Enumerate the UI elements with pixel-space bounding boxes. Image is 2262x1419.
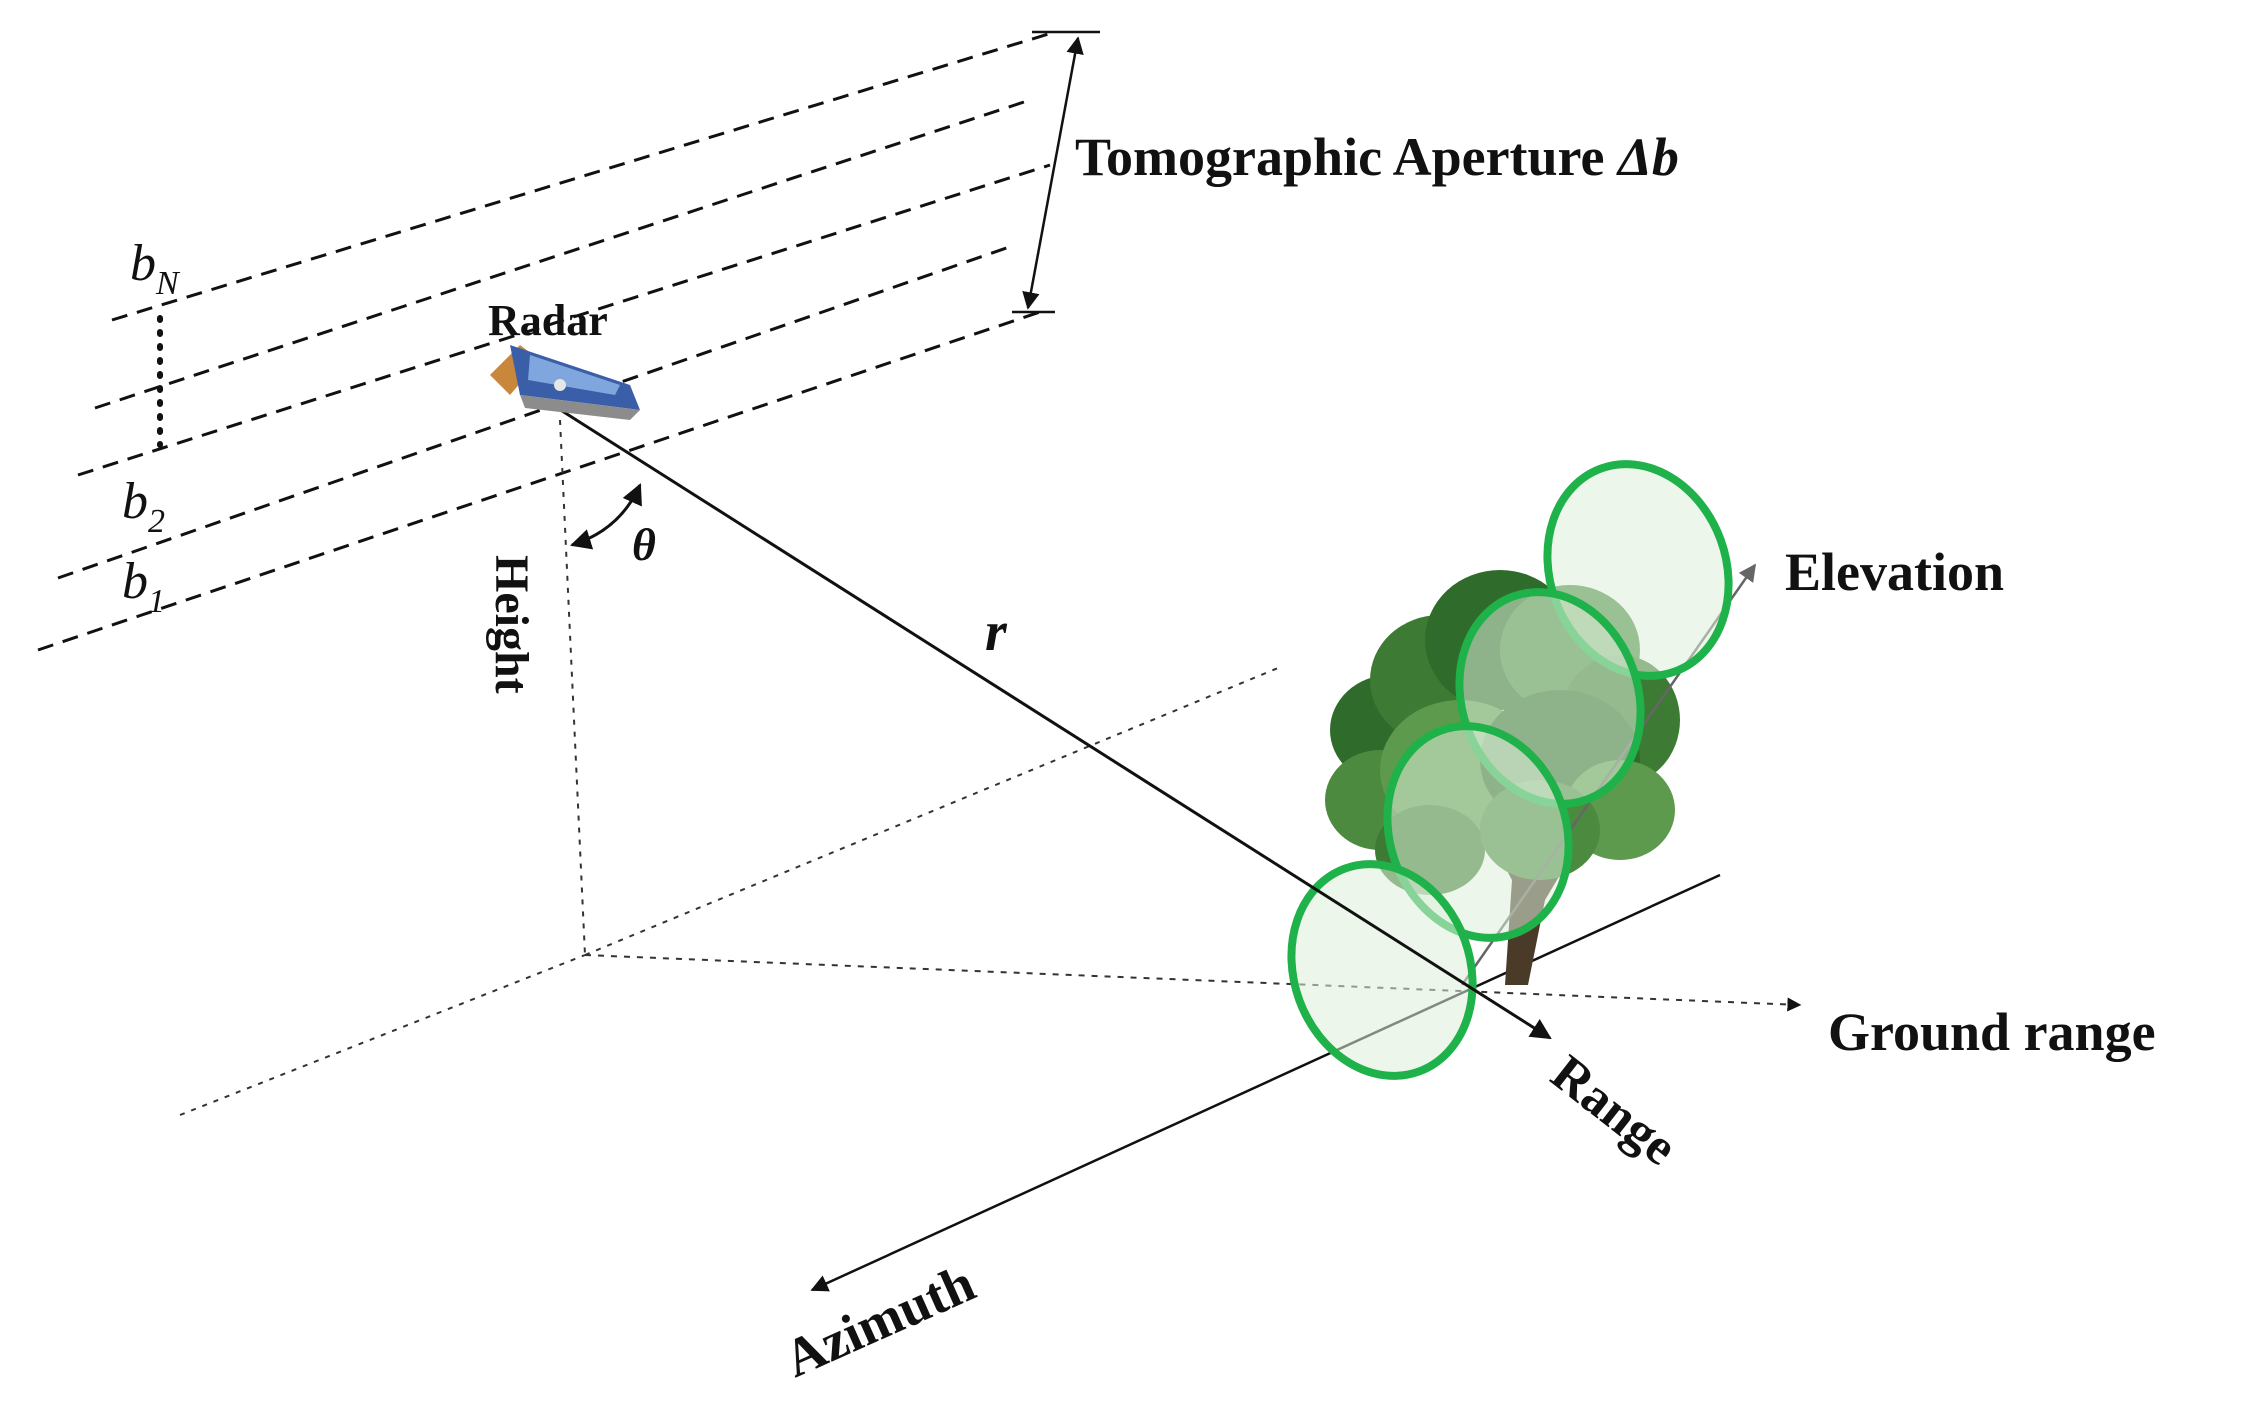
- ground-line-front: [179, 954, 586, 1116]
- b-2-label: b: [122, 473, 148, 530]
- svg-text:b2: b2: [122, 473, 165, 540]
- svg-text:Tomographic Aperture Δb: Tomographic Aperture Δb: [1075, 127, 1679, 187]
- aperture-arrow: [1022, 36, 1084, 310]
- b-1-subscript: 1: [148, 583, 165, 620]
- theta-arc: [569, 483, 642, 550]
- track-line-b1: [37, 310, 1041, 652]
- resolution-cells: [1287, 460, 1733, 1080]
- radar-satellite-icon: [490, 345, 640, 420]
- ground-range-label: Ground range: [1828, 1002, 2156, 1062]
- ground-line-back: [584, 667, 1279, 956]
- svg-text:bN: bN: [130, 235, 181, 302]
- track-line-2: [94, 98, 1031, 410]
- r-label: r: [985, 601, 1008, 663]
- b-n-subscript: N: [155, 265, 181, 302]
- ground-range-arrow: [584, 954, 1802, 1012]
- resolution-cell-1: [1287, 860, 1477, 1080]
- track-line-b2: [57, 243, 1016, 580]
- ground-plane: [179, 419, 1279, 1116]
- track-line-bn: [111, 30, 1056, 322]
- baseline-tracks: [37, 30, 1056, 652]
- aperture-delta-label: Δb: [1616, 127, 1679, 187]
- b-2-subscript: 2: [148, 503, 165, 540]
- elevation-label: Elevation: [1785, 542, 2004, 602]
- range-label: Range: [1541, 1045, 1688, 1177]
- resolution-cell-2: [1383, 722, 1573, 942]
- radar-label: Radar: [488, 296, 608, 345]
- aperture-label: Tomographic Aperture: [1075, 127, 1618, 187]
- track-line-3: [77, 163, 1051, 477]
- svg-text:b1: b1: [122, 553, 165, 620]
- theta-label: θ: [632, 519, 656, 570]
- azimuth-label: Azimuth: [775, 1252, 983, 1389]
- slant-range-line: [547, 400, 1552, 1040]
- height-line: [559, 419, 586, 956]
- aperture-indicator: [1012, 30, 1100, 314]
- b-1-label: b: [122, 553, 148, 610]
- height-label: Height: [485, 555, 538, 694]
- b-n-label: b: [130, 235, 156, 292]
- azimuth-axis: [810, 873, 1721, 1292]
